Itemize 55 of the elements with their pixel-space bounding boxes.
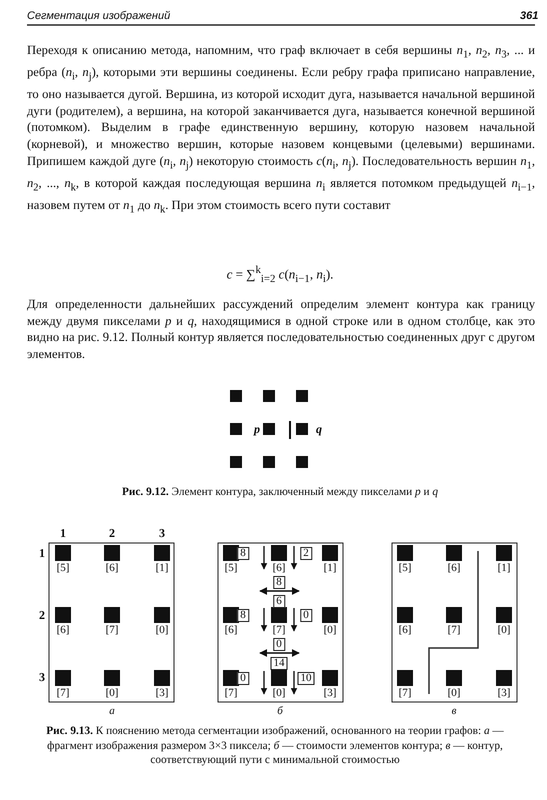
pixel-value: [6] [398, 624, 412, 636]
cost-value: 14 [270, 657, 288, 670]
pixel-value: [6] [272, 562, 286, 574]
paragraph: Для определенности дальнейших рассуждений определим элемент контура как границу между двумя пикселами p и q, находящимися в одной строке или в одном столбце, как это видно на рис. 9.12. Полный контур является последовательностью соединенных друг с другом элементов. [27, 296, 535, 362]
pixel-value: [0] [324, 624, 336, 636]
pixel-value: [5] [56, 562, 70, 574]
pixel-value: [7] [398, 687, 412, 699]
column-number: 3 [159, 526, 165, 541]
panel-letter: б [277, 705, 283, 717]
pixel-value: [1] [156, 562, 168, 574]
pixel-value: [3] [498, 687, 510, 699]
pixel-value: [5] [224, 562, 238, 574]
cost-value: 0 [300, 609, 312, 622]
cost-value: 10 [298, 672, 314, 685]
pixel-value: [6] [224, 624, 238, 636]
pixel-value: [6] [56, 624, 70, 636]
formula: c = ∑$^{k}$$_{i=2}$ c(n$_{i−1}$, n$_{i}$). [226, 264, 334, 285]
pixel-value: [0] [272, 687, 286, 699]
cost-value: 0 [237, 672, 249, 685]
figure-caption: Рис. 9.13. К пояснению метода сегментации изображений, основанного на теории графов: а — фрагмент изображения размером 3×3 пиксела; б — стоимости элементов контура; в — контур, соответствующий пути с минимальной стоимостью [45, 724, 505, 768]
pixel-value: [0] [106, 687, 118, 699]
pixel-value: [0] [498, 624, 510, 636]
row-number: 2 [39, 608, 45, 623]
cost-value: 8 [237, 547, 249, 560]
pixel-value: [3] [324, 687, 336, 699]
cost-value: 0 [273, 638, 285, 651]
pixel-value: [7] [224, 687, 238, 699]
pixel-value: [7] [448, 624, 460, 636]
pixel-value: [0] [448, 687, 460, 699]
paragraph: Переходя к описанию метода, напомним, что граф включает в себя вершины n$_{1}$, n$_{2}$, n$_{3}$, ... и ребра (n$_{i}$, n$_{j}$), которыми эти вершины соединены. Если ребру графа приписано направление, то оно называется дугой. Вершина, из которой исходит дуга, называется начальной вершиной дуги (родителем), а вершина, на которой заканчивается дуга, называется конечной вершиной (потомком). Выделим в графе единственную вершину, которую назовем начальной (корневой), и множество вершин, которые назовем концевыми (целевыми) вершинами. Припишем каждой дуге (n$_{i}$, n$_{j}$) некоторую стоимость c(n$_{i}$, n$_{j}$). Последовательность вершин n$_{1}$, n$_{2}$, ..., n$_{k}$, в которой каждая последующая вершина n$_{i}$ является потомком предыдущей n$_{i−1}$, назовем путем от n$_{1}$ до n$_{k}$. При этом стоимость всего пути составит [27, 42, 535, 218]
cost-value: 6 [273, 595, 285, 608]
column-number: 1 [60, 526, 66, 541]
row-number: 1 [39, 546, 45, 561]
pixel-value: [6] [448, 562, 460, 574]
page-number: 361 [520, 10, 538, 22]
pixel-label: p [254, 422, 260, 437]
panel-letter: а [109, 705, 115, 717]
pixel-value: [7] [272, 624, 286, 636]
running-header: Сегментация изображений [27, 10, 170, 22]
row-number: 3 [39, 670, 45, 685]
pixel-value: [1] [324, 562, 336, 574]
pixel-value: [6] [106, 562, 118, 574]
cost-value: 8 [273, 576, 285, 589]
pixel-value: [5] [398, 562, 412, 574]
figure-caption: Рис. 9.12. Элемент контура, заключенный между пикселами p и q [122, 486, 438, 498]
column-number: 2 [109, 526, 115, 541]
pixel-value: [7] [56, 687, 70, 699]
pixel-value: [0] [156, 624, 168, 636]
pixel-value: [7] [106, 624, 118, 636]
pixel-value: [3] [156, 687, 168, 699]
cost-value: 8 [237, 609, 249, 622]
pixel-label: q [316, 422, 322, 437]
panel-letter: в [452, 705, 456, 717]
pixel-value: [1] [498, 562, 510, 574]
cost-value: 2 [300, 547, 312, 560]
